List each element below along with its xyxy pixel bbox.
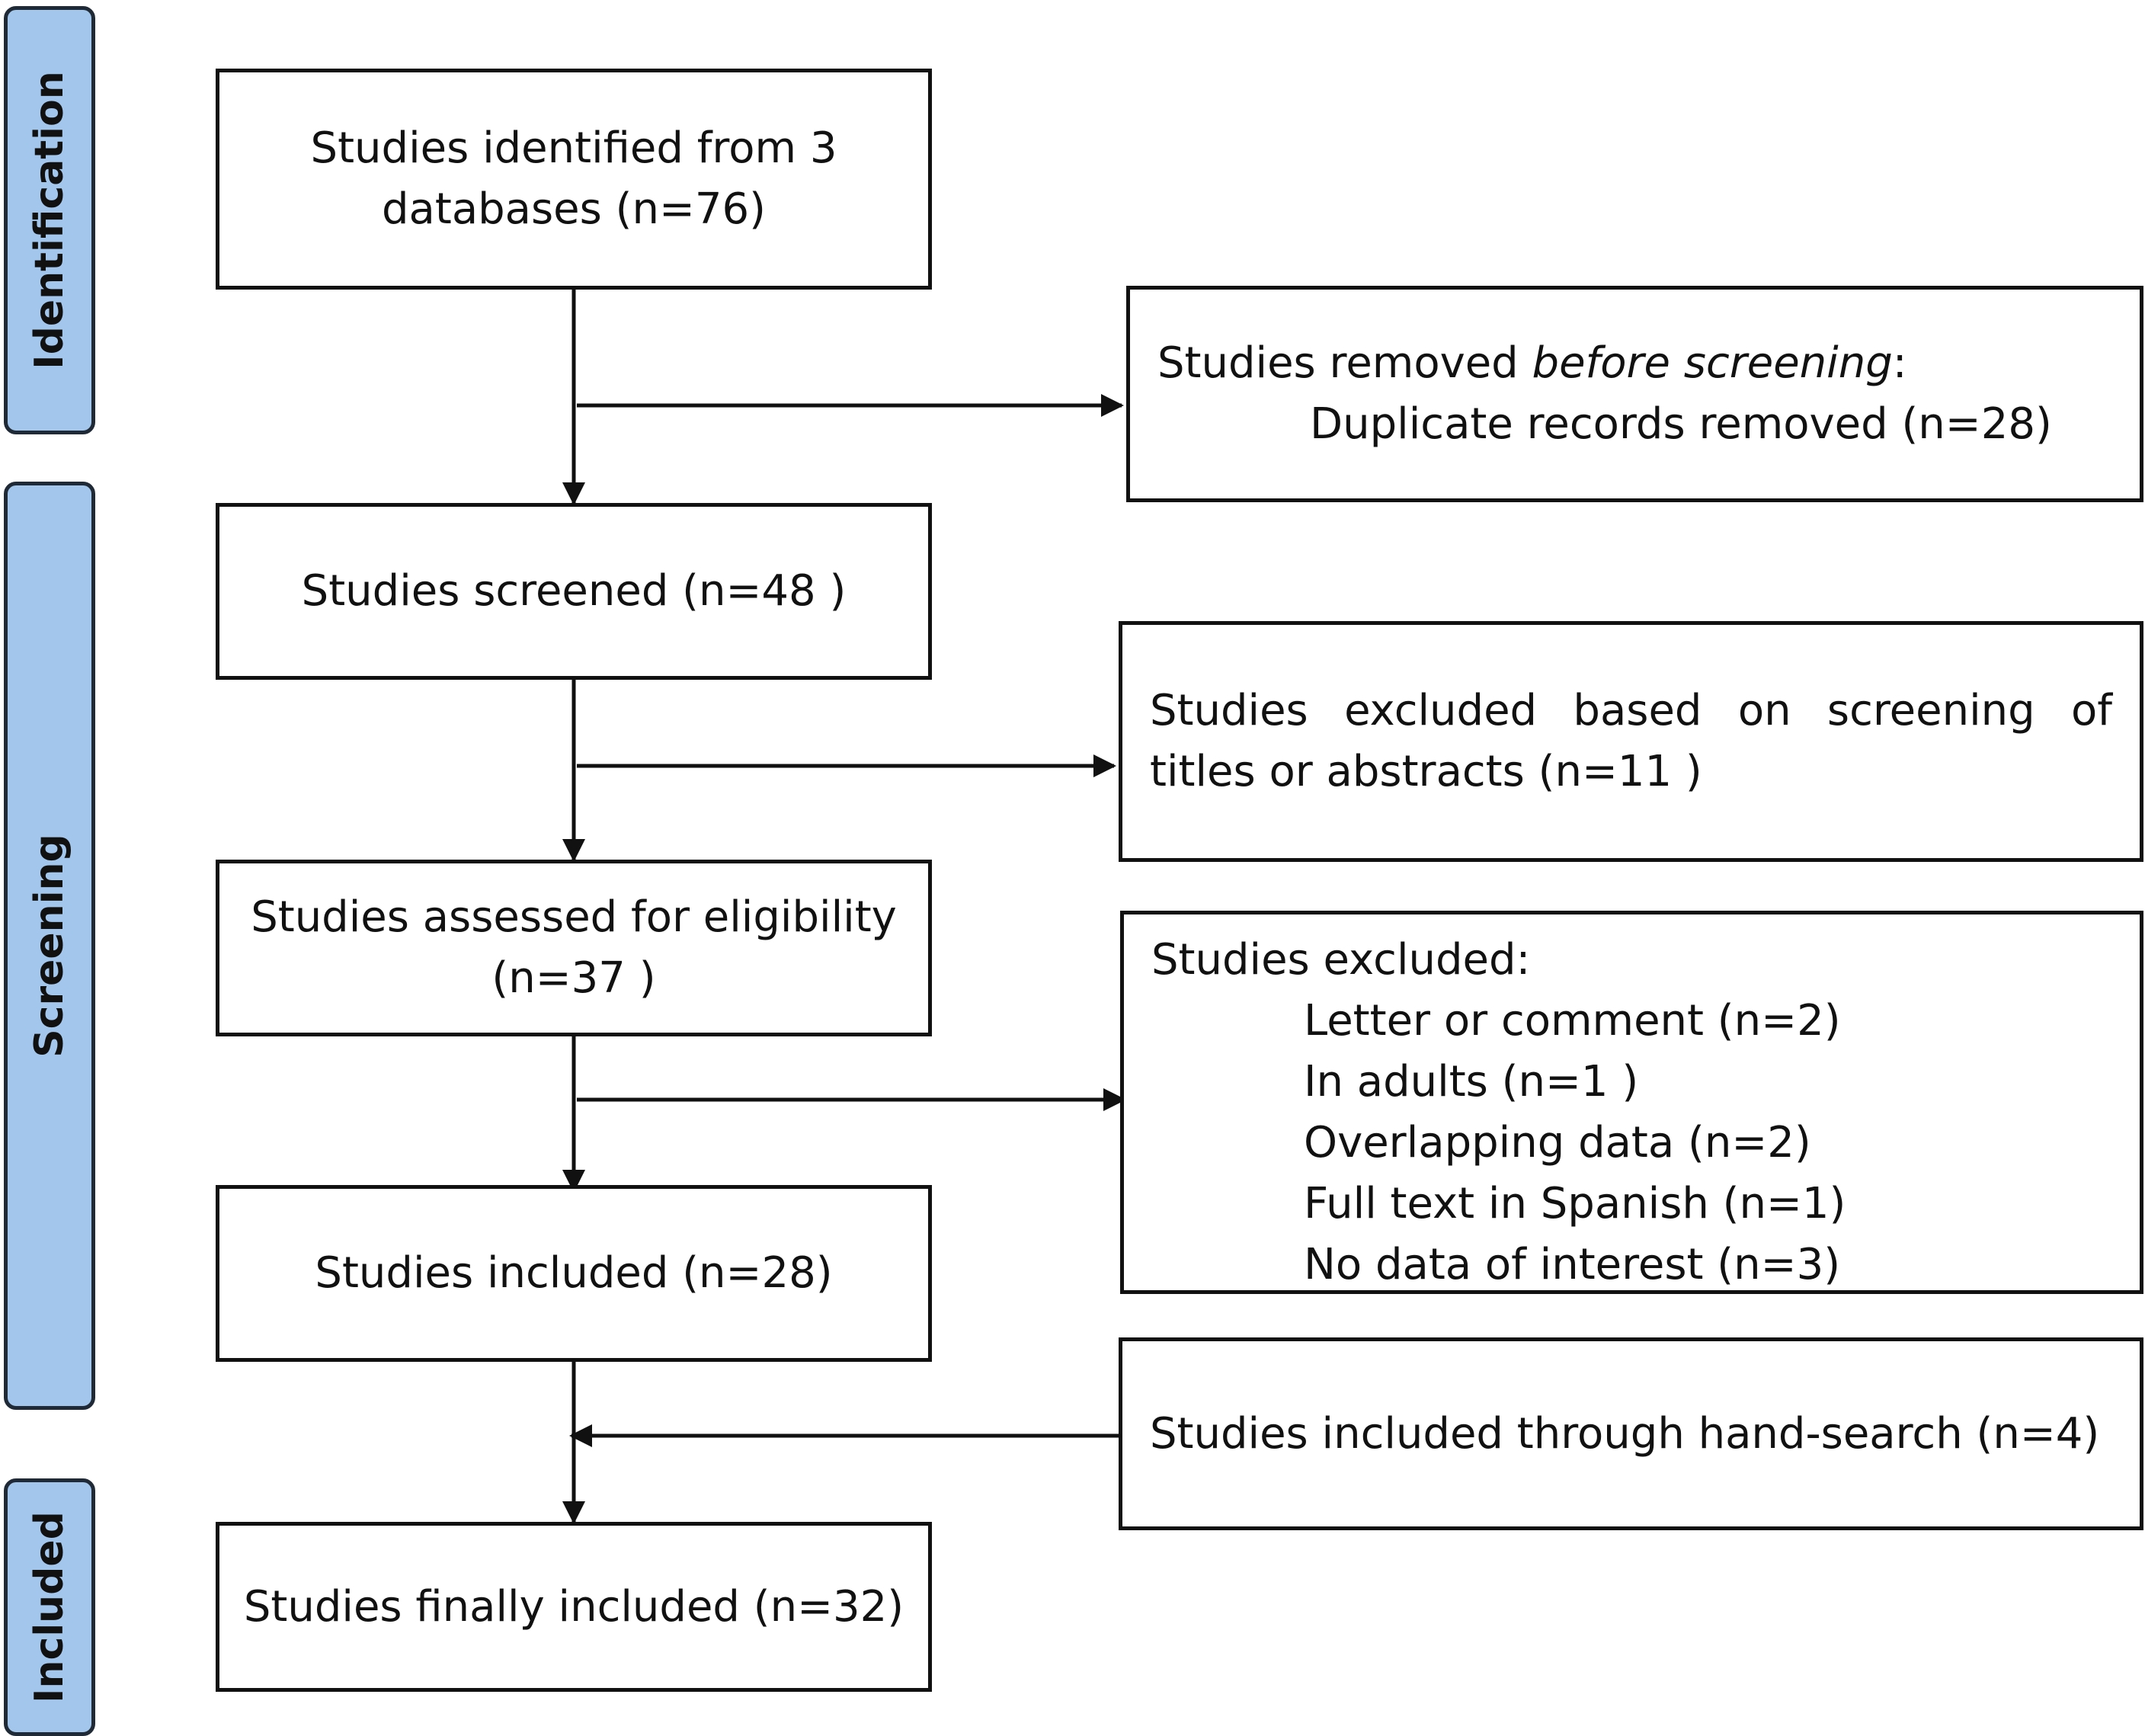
screened-text: Studies screened (n=48 ) [301, 566, 847, 616]
included-text: Studies included (n=28) [315, 1248, 833, 1298]
phase-included: Included [4, 1478, 95, 1736]
assessed-line-2: (n=37 ) [491, 953, 656, 1003]
excluded-reason: No data of interest (n=3) [1304, 1240, 1841, 1289]
excluded-reason: Full text in Spanish (n=1) [1304, 1179, 1846, 1228]
box-studies-assessed: Studies assessed for eligibility (n=37 ) [216, 860, 932, 1036]
box-studies-excluded: Studies excluded: Letter or comment (n=2… [1120, 911, 2143, 1294]
excluded-reason: Overlapping data (n=2) [1304, 1118, 1811, 1167]
final-text: Studies finally included (n=32) [243, 1581, 904, 1632]
excluded-reason: In adults (n=1 ) [1304, 1057, 1639, 1107]
identified-line-2: databases (n=76) [382, 184, 766, 234]
hand-search-text: Studies included through hand-search (n=… [1150, 1408, 2100, 1459]
assessed-line-1: Studies assessed for eligibility [251, 892, 897, 942]
box-studies-included: Studies included (n=28) [216, 1185, 932, 1362]
removed-emphasis: before screening [1532, 338, 1893, 388]
excluded-heading: Studies excluded: [1151, 935, 1531, 985]
box-studies-finally-included: Studies finally included (n=32) [216, 1522, 932, 1692]
box-hand-search: Studies included through hand-search (n=… [1119, 1337, 2143, 1530]
excluded-titles-text: Studies excluded based on screening of t… [1150, 686, 2112, 796]
removed-detail: Duplicate records removed (n=28) [1310, 399, 2052, 449]
phase-screening: Screening [4, 482, 95, 1410]
box-studies-excluded-titles: Studies excluded based on screening of t… [1119, 621, 2143, 862]
identified-line-1: Studies identified from 3 [310, 123, 837, 173]
box-studies-screened: Studies screened (n=48 ) [216, 503, 932, 680]
box-studies-identified: Studies identified from 3 databases (n=7… [216, 69, 932, 290]
phase-identification: Identification [4, 6, 95, 434]
removed-heading: Studies removed before screening: [1157, 338, 1907, 388]
box-studies-removed: Studies removed before screening: Duplic… [1126, 286, 2143, 502]
excluded-reason: Letter or comment (n=2) [1304, 996, 1841, 1046]
